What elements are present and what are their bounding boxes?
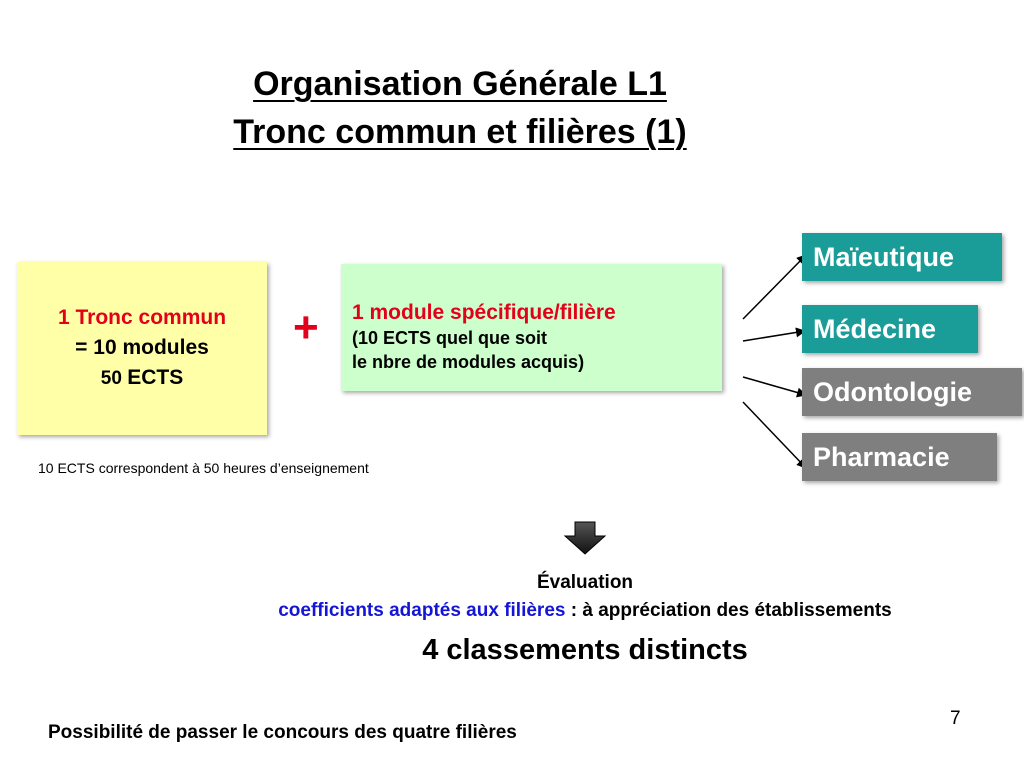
evaluation-title: Évaluation — [536, 572, 634, 593]
title-line-1: Organisation Générale L1 — [253, 65, 667, 103]
module-detail-1: (10 ECTS quel que soit — [352, 328, 548, 348]
page-number: 7 — [950, 708, 961, 729]
tronc-commun-label: 1 Tronc commun — [57, 306, 227, 329]
concours-note: Possibilité de passer le concours des qu… — [48, 722, 517, 743]
arrow-to-maieutique — [742, 254, 807, 320]
tronc-ects-label: 50 ECTS — [100, 366, 184, 389]
filiere-odontologie: Odontologie — [802, 368, 1022, 416]
classements-distincts: 4 classements distincts — [422, 634, 748, 666]
module-detail-2: le nbre de modules acquis) — [352, 352, 585, 372]
tronc-commun-box: 1 Tronc commun = 10 modules 50 ECTS — [17, 262, 267, 435]
down-arrow-icon — [563, 521, 607, 555]
arrow-to-medecine — [742, 327, 806, 342]
module-title: 1 module spécifique/filière — [352, 301, 616, 324]
title-line-2: Tronc commun et filières (1) — [233, 113, 687, 151]
filiere-medecine: Médecine — [802, 305, 978, 353]
filiere-maieutique: Maïeutique — [802, 233, 1002, 281]
filiere-pharmacie: Pharmacie — [802, 433, 997, 481]
tronc-modules-label: = 10 modules — [75, 336, 209, 359]
arrow-to-odontologie — [742, 376, 807, 398]
ects-footnote: 10 ECTS correspondent à 50 heures d’ense… — [38, 460, 369, 476]
module-specifique-box: 1 module spécifique/filière (10 ECTS que… — [341, 264, 722, 391]
arrow-to-pharmacie — [742, 401, 807, 469]
plus-sign: + — [293, 303, 319, 352]
evaluation-coefficients: coefficients adaptés aux filières : à ap… — [278, 600, 892, 621]
